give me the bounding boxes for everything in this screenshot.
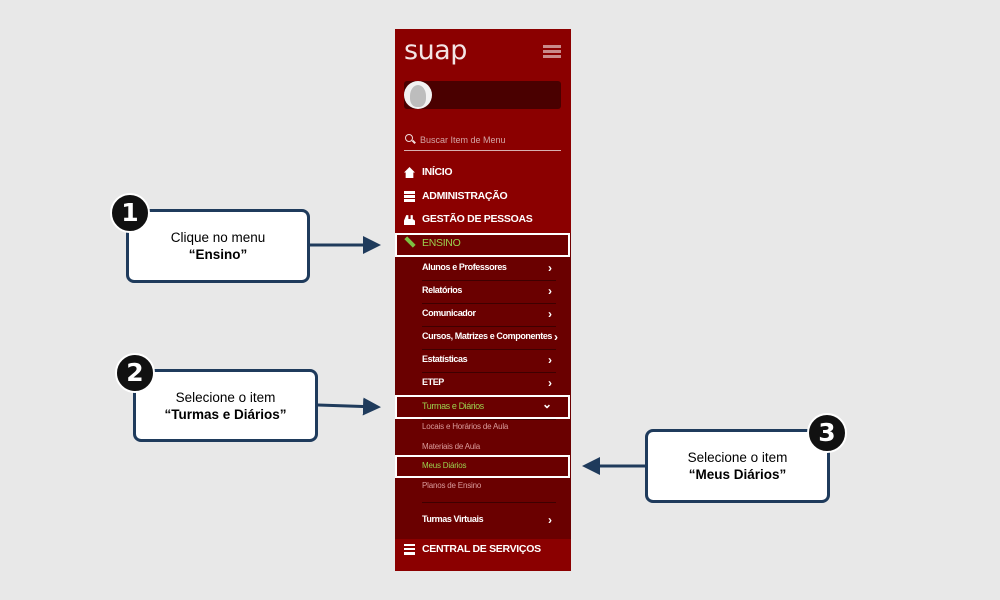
callout-step-1: Clique no menu “Ensino” [126, 209, 310, 283]
menu-search [404, 129, 561, 151]
leaf-item-materiais-de-aula[interactable]: Materiais de Aula [422, 442, 480, 451]
submenu-item-label: ETEP [422, 377, 444, 387]
chevron-right-icon: › [548, 261, 552, 275]
callout-step-3: Selecione o item “Meus Diários” [645, 429, 830, 503]
people-icon [404, 215, 415, 225]
leaf-item-planos-de-ensino[interactable]: Planos de Ensino [422, 481, 482, 490]
menu-item-label: ADMINISTRAÇÃO [422, 190, 508, 202]
chevron-right-icon: › [548, 353, 552, 367]
menu-item-ensino[interactable]: ENSINO [395, 233, 571, 255]
leaf-item-locais-e-horarios[interactable]: Locais e Horários de Aula [422, 422, 509, 431]
submenu-item-estatisticas[interactable]: Estatísticas › [422, 349, 556, 373]
callout-target: “Meus Diários” [688, 467, 787, 482]
step-number-badge: 2 [115, 353, 155, 393]
menu-item-label: CENTRAL DE SERVIÇOS [422, 543, 541, 555]
step-number-badge: 1 [110, 193, 150, 233]
sidebar: suap INÍCIO ADMINISTRAÇÃO GESTÃO DE PESS… [395, 29, 571, 571]
submenu-item-label: Estatísticas [422, 354, 468, 364]
highlight-meus-diarios [395, 455, 570, 478]
submenu-item-label: Comunicador [422, 308, 476, 318]
highlight-turmas-e-diarios [395, 395, 570, 419]
callout-text: Clique no menu [170, 230, 266, 245]
menu-item-administracao[interactable]: ADMINISTRAÇÃO [395, 186, 571, 208]
submenu-item-comunicador[interactable]: Comunicador › [422, 303, 556, 327]
menu-item-central-de-servicos[interactable]: CENTRAL DE SERVIÇOS [395, 539, 571, 561]
highlight-ensino [395, 233, 570, 257]
leaf-item-meus-diarios[interactable]: Meus Diários [422, 461, 467, 470]
chevron-right-icon: › [548, 513, 552, 527]
menu-item-inicio[interactable]: INÍCIO [395, 162, 571, 184]
callout-target: “Ensino” [188, 247, 248, 262]
home-icon [404, 167, 415, 178]
chevron-right-icon: › [548, 376, 552, 390]
user-profile-bar[interactable] [404, 81, 561, 109]
ensino-submenu: Alunos e Professores › Relatórios › Comu… [395, 255, 571, 541]
divider [422, 502, 556, 503]
arrow-2 [317, 397, 381, 416]
search-input[interactable] [420, 133, 558, 147]
submenu-item-turmas-e-diarios[interactable]: Turmas e Diários ⌄ [422, 396, 556, 420]
menu-item-label: GESTÃO DE PESSOAS [422, 213, 533, 225]
callout-text: Selecione o item [175, 390, 276, 405]
submenu-item-label: Alunos e Professores [422, 262, 507, 272]
brand-logo[interactable]: suap [404, 35, 467, 66]
callout-text: Selecione o item [687, 450, 788, 465]
callout-step-2: Selecione o item “Turmas e Diários” [133, 369, 318, 442]
submenu-item-turmas-virtuais[interactable]: Turmas Virtuais › [422, 509, 556, 532]
menu-item-label: INÍCIO [422, 166, 453, 178]
chevron-down-icon: ⌄ [541, 397, 552, 411]
submenu-item-label: Turmas e Diários [422, 401, 484, 411]
step-number-badge: 3 [807, 413, 847, 453]
submenu-item-label: Relatórios [422, 285, 463, 295]
submenu-item-alunos-e-professores[interactable]: Alunos e Professores › [422, 257, 556, 281]
submenu-item-label: Cursos, Matrizes e Componentes [422, 331, 553, 341]
search-icon [405, 134, 413, 142]
menu-item-gestao-de-pessoas[interactable]: GESTÃO DE PESSOAS [395, 209, 571, 231]
hamburger-menu-icon[interactable] [543, 45, 561, 59]
admin-icon [404, 191, 415, 202]
chevron-right-icon: › [548, 307, 552, 321]
submenu-item-relatorios[interactable]: Relatórios › [422, 280, 556, 304]
chevron-right-icon: › [548, 284, 552, 298]
chevron-right-icon: › [554, 330, 558, 344]
submenu-item-cursos-matrizes-componentes[interactable]: Cursos, Matrizes e Componentes › [422, 326, 558, 350]
submenu-item-label: Turmas Virtuais [422, 514, 484, 524]
list-icon [404, 544, 415, 555]
avatar [404, 81, 432, 109]
menu-item-label: ENSINO [422, 237, 461, 249]
callout-target: “Turmas e Diários” [164, 407, 287, 422]
